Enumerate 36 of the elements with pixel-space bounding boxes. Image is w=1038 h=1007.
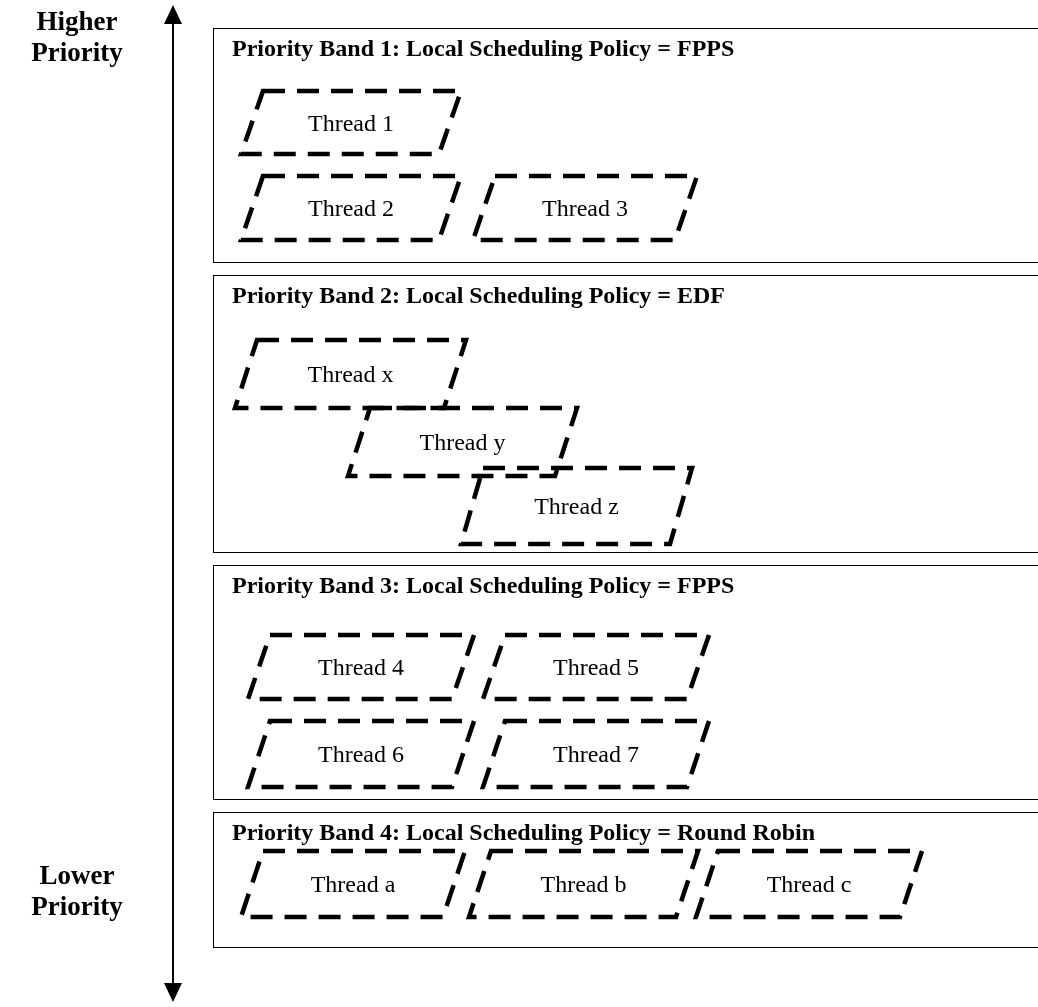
thread-label: Thread 6 <box>317 740 405 768</box>
priority-band-box <box>213 275 1038 553</box>
priority-direction-label: Lower Priority <box>30 860 124 923</box>
thread-label: Thread 4 <box>317 653 405 681</box>
thread-label: Thread 5 <box>552 653 640 681</box>
thread-parallelogram <box>481 633 711 701</box>
thread-parallelogram <box>346 406 579 478</box>
thread-label: Thread x <box>306 360 395 388</box>
priority-band-box <box>213 28 1038 263</box>
thread-label: Thread z <box>533 492 620 520</box>
thread-parallelogram <box>467 849 700 919</box>
thread-label: Thread 1 <box>307 109 395 136</box>
thread-label: Thread 3 <box>541 194 629 222</box>
thread-parallelogram <box>246 719 476 789</box>
thread-label: Thread b <box>539 870 628 898</box>
priority-band-box <box>213 565 1038 800</box>
thread-parallelogram <box>239 849 467 919</box>
thread-parallelogram <box>471 174 699 242</box>
thread-parallelogram <box>239 89 463 156</box>
thread-parallelogram <box>459 466 694 546</box>
band-title: Priority Band 4: Local Scheduling Policy = Round Robin <box>232 819 816 846</box>
band-title: Priority Band 2: Local Scheduling Policy = EDF <box>232 282 726 309</box>
thread-label: Thread c <box>765 870 853 898</box>
thread-parallelogram <box>246 633 476 701</box>
band-title: Priority Band 1: Local Scheduling Policy = FPPS <box>232 35 735 62</box>
band-title: Priority Band 3: Local Scheduling Policy = FPPS <box>232 572 735 599</box>
thread-label: Thread 7 <box>552 740 640 768</box>
thread-label: Thread a <box>309 870 397 898</box>
thread-parallelogram <box>481 719 711 789</box>
thread-parallelogram <box>694 849 924 919</box>
thread-label: Thread 2 <box>307 194 395 222</box>
thread-label: Thread y <box>418 428 507 456</box>
thread-parallelogram <box>233 338 468 410</box>
priority-direction-label: Higher Priority <box>30 6 124 69</box>
priority-band-box <box>213 812 1038 948</box>
thread-parallelogram <box>239 174 463 242</box>
